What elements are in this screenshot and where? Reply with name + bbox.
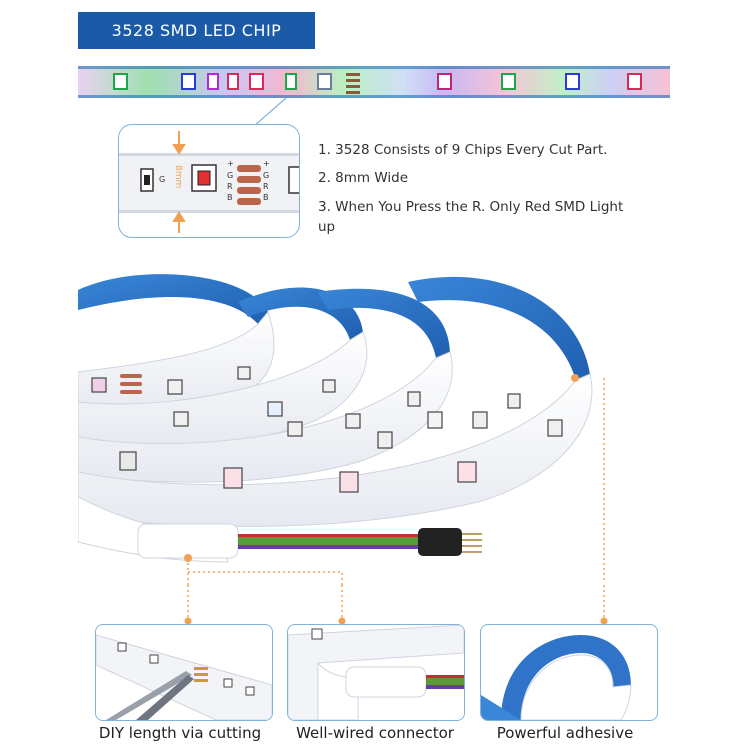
pad-label-g: G: [227, 171, 234, 180]
callout-line: [253, 97, 287, 127]
spec-3: 3. When You Press the R. Only Red SMD Li…: [318, 199, 624, 215]
callout-connectors: [184, 585, 608, 625]
rainbow-strip-graphic: [78, 66, 670, 98]
chip-detail-graphic: [119, 131, 299, 233]
pad-label-g-2: G: [263, 171, 270, 180]
pad-label-plus-2: +: [263, 159, 270, 168]
scissors-cut-graphic: [96, 634, 272, 720]
thumb-adhesive: [480, 624, 658, 721]
width-label: 8mm: [173, 165, 183, 189]
adhesive-graphic: [481, 635, 632, 720]
thumb-connector: [287, 624, 465, 721]
chip-label-g: G: [159, 175, 166, 184]
spec-3-continued: up: [318, 219, 336, 235]
spec-2: 2. 8mm Wide: [318, 170, 409, 186]
title-badge: 3528 SMD LED CHIP: [78, 12, 315, 49]
caption-connector: Well-wired connector: [296, 724, 454, 742]
pad-label-plus: +: [227, 159, 234, 168]
pad-label-b-2: B: [263, 193, 269, 202]
chip-detail-box: G 8mm + G R B + G R B: [118, 124, 300, 238]
pad-label-r-2: R: [263, 182, 269, 191]
spec-1: 1. 3528 Consists of 9 Chips Every Cut Pa…: [318, 142, 608, 158]
caption-cutting: DIY length via cutting: [98, 724, 262, 742]
thumb-cutting: [95, 624, 273, 721]
pad-label-r: R: [227, 182, 233, 191]
rainbow-led-strip: [78, 66, 670, 98]
led-strip-reel-illustration: [78, 274, 605, 587]
title-text: 3528 SMD LED CHIP: [111, 21, 282, 40]
connector-graphic: [288, 625, 464, 720]
caption-adhesive: Powerful adhesive: [496, 724, 634, 742]
pad-label-b: B: [227, 193, 233, 202]
